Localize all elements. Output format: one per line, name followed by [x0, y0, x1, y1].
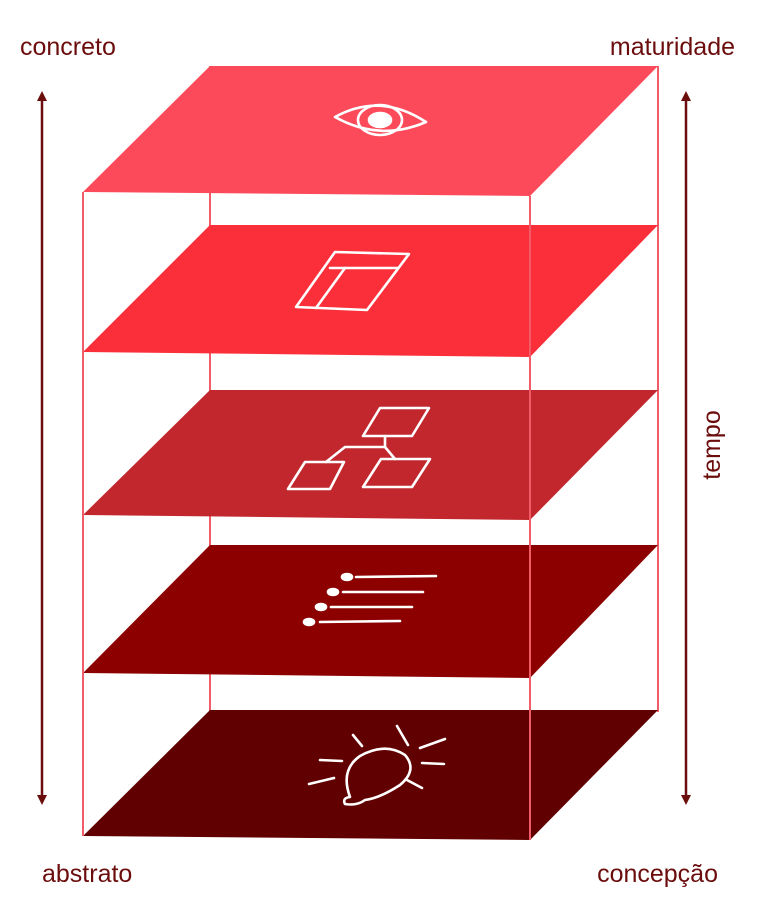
flowchart-icon [286, 406, 432, 491]
lightbulb-icon [307, 724, 447, 806]
frame-front-lines [82, 192, 531, 840]
label-tempo: tempo [698, 410, 726, 479]
label-concepcao: concepção [597, 860, 718, 888]
label-concreto: concreto [20, 33, 116, 61]
layer-requirements [83, 545, 658, 678]
label-maturidade: maturidade [610, 33, 735, 61]
layout-wireframe-icon [294, 250, 411, 312]
eye-icon [333, 103, 428, 137]
layer-layout [83, 225, 658, 357]
bullet-list-icon [302, 572, 438, 627]
layer-concept [83, 710, 658, 840]
label-abstrato: abstrato [42, 860, 132, 888]
layer-structure [83, 390, 658, 520]
